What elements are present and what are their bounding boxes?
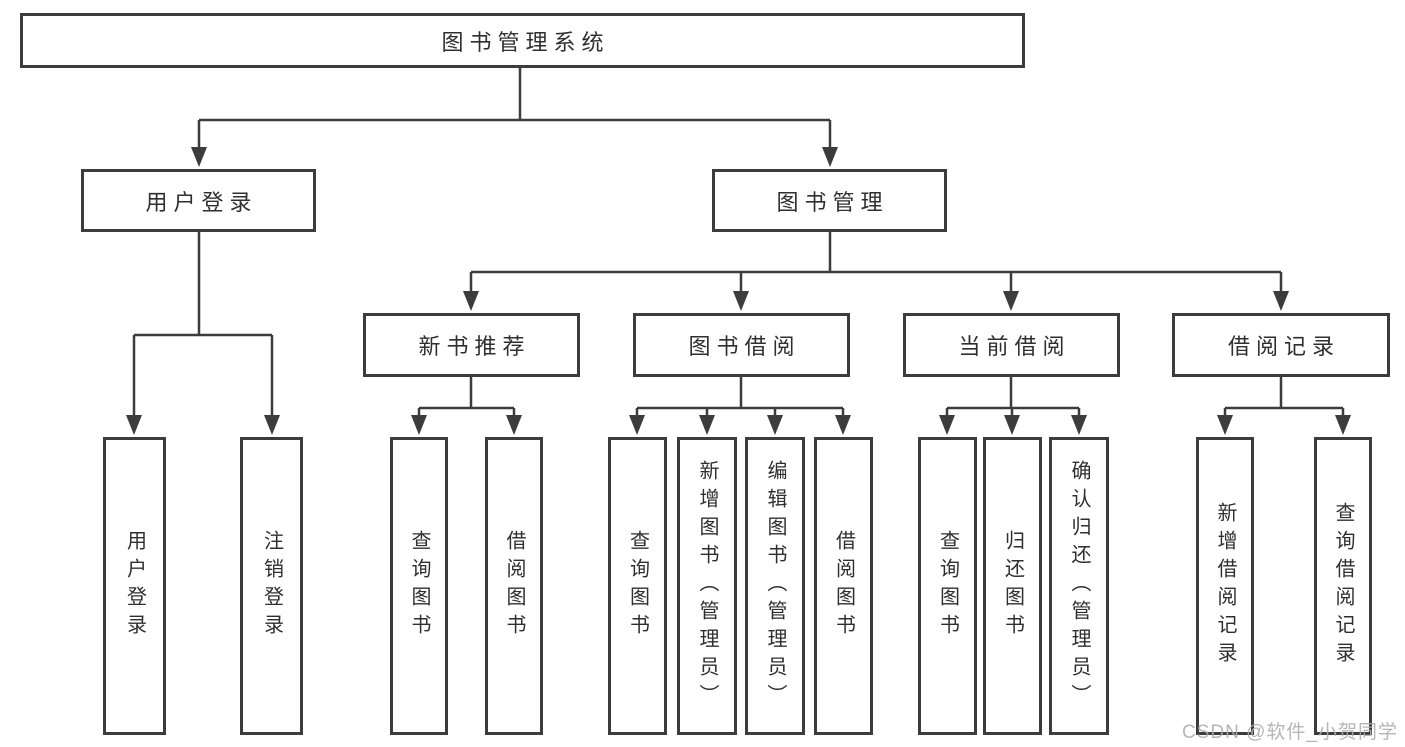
leaf-user-login: 用户登录 — [103, 437, 166, 735]
leaf-label: 编辑图书（管理员） — [764, 460, 786, 712]
node-label: 图书管理系统 — [441, 29, 610, 55]
node-book-management: 图书管理 — [712, 169, 947, 232]
leaf-label: 确认归还（管理员） — [1068, 460, 1090, 712]
node-borrow-records: 借阅记录 — [1172, 313, 1390, 377]
leaf-edit-book-admin: 编辑图书（管理员） — [745, 437, 805, 735]
leaf-query-books-recommend: 查询图书 — [390, 437, 448, 735]
leaf-return-books: 归还图书 — [983, 437, 1042, 735]
leaf-confirm-return-admin: 确认归还（管理员） — [1049, 437, 1109, 735]
node-label: 借阅记录 — [1227, 334, 1340, 359]
leaf-label: 借阅图书 — [832, 530, 855, 642]
leaf-label: 用户登录 — [123, 530, 146, 642]
leaf-borrow-books: 借阅图书 — [814, 437, 873, 735]
node-user-login: 用户登录 — [81, 169, 316, 232]
leaf-query-books-current: 查询图书 — [918, 437, 977, 735]
arrowheads — [126, 147, 1351, 435]
node-label: 用户登录 — [145, 189, 258, 215]
node-label: 图书借阅 — [688, 334, 801, 359]
leaf-label: 查询图书 — [626, 530, 649, 642]
leaf-add-borrow-record: 新增借阅记录 — [1196, 437, 1254, 735]
leaf-label: 新增借阅记录 — [1214, 502, 1236, 670]
leaf-label: 新增图书（管理员） — [696, 460, 718, 712]
leaf-logout: 注销登录 — [240, 437, 303, 735]
leaf-query-borrow-record: 查询借阅记录 — [1314, 437, 1372, 735]
leaf-label: 借阅图书 — [503, 530, 525, 642]
csdn-watermark: CSDN @软件_小贺同学 — [1182, 722, 1398, 743]
leaf-borrow-books-recommend: 借阅图书 — [485, 437, 543, 735]
node-label: 当前借阅 — [958, 334, 1071, 359]
node-current-borrowing: 当前借阅 — [903, 313, 1120, 377]
node-book-borrowing: 图书借阅 — [633, 313, 850, 377]
leaf-label: 查询借阅记录 — [1332, 502, 1354, 670]
node-library-system: 图书管理系统 — [20, 13, 1025, 68]
leaf-label: 注销登录 — [260, 530, 283, 642]
leaf-label: 归还图书 — [1001, 530, 1024, 642]
node-label: 图书管理 — [776, 189, 889, 215]
leaf-label: 查询图书 — [936, 530, 959, 642]
leaf-label: 查询图书 — [408, 530, 430, 642]
node-label: 新书推荐 — [418, 334, 531, 359]
leaf-query-books-borrowing: 查询图书 — [608, 437, 667, 735]
leaf-add-book-admin: 新增图书（管理员） — [677, 437, 737, 735]
node-new-book-recommend: 新书推荐 — [363, 313, 580, 377]
